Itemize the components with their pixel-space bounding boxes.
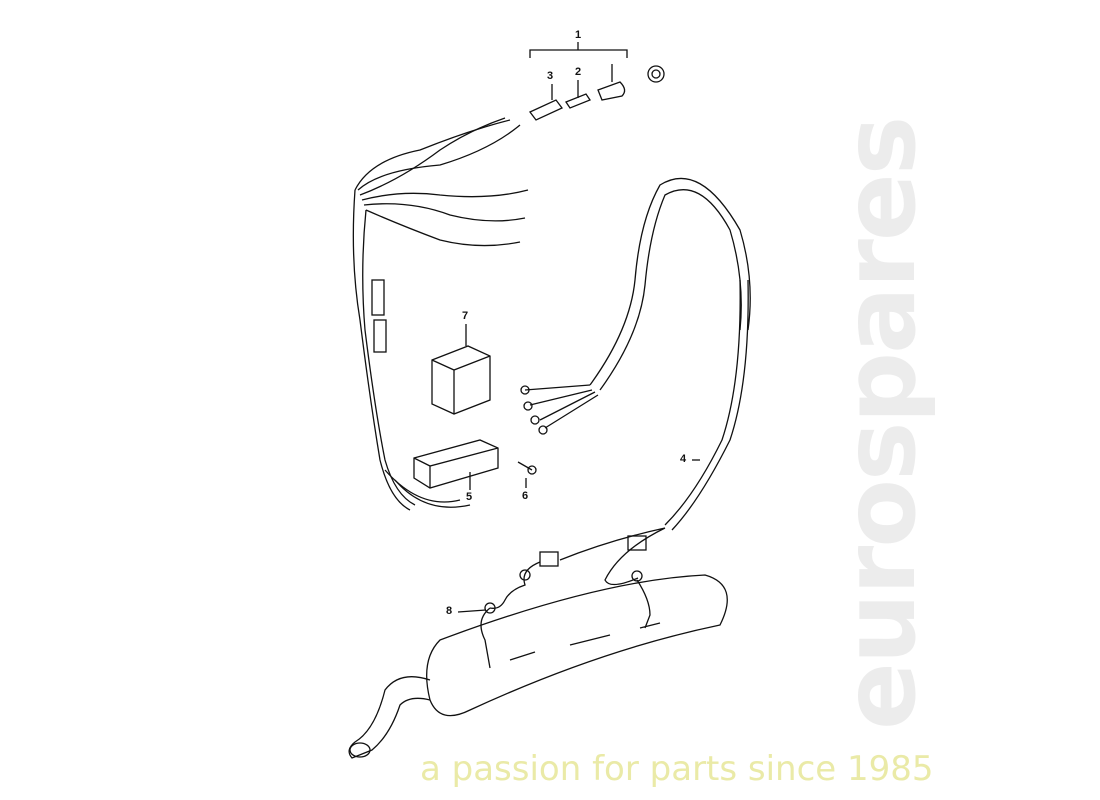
socket <box>597 64 626 101</box>
grommet <box>647 65 665 83</box>
wiring-harness-left <box>352 117 529 511</box>
lambda-sensor-cable <box>489 177 751 609</box>
callout-5: 5 <box>466 491 473 503</box>
callout-1: 1 <box>575 29 582 41</box>
callout-6: 6 <box>522 490 529 502</box>
oxygen-sensor <box>457 579 651 669</box>
callout-2: 2 <box>575 66 582 78</box>
connector-housing <box>528 80 579 121</box>
watermark-tagline: a passion for parts since 1985 <box>420 749 934 789</box>
rear-silencer <box>348 574 728 759</box>
screw <box>517 461 537 488</box>
callout-7: 7 <box>462 310 469 322</box>
group-bracket <box>529 42 628 58</box>
callout-3: 3 <box>547 70 554 82</box>
callout-4: 4 <box>680 453 687 465</box>
pin <box>565 93 591 109</box>
callout-8: 8 <box>446 605 453 617</box>
relay-box <box>431 324 491 415</box>
relay-bracket <box>413 439 499 490</box>
